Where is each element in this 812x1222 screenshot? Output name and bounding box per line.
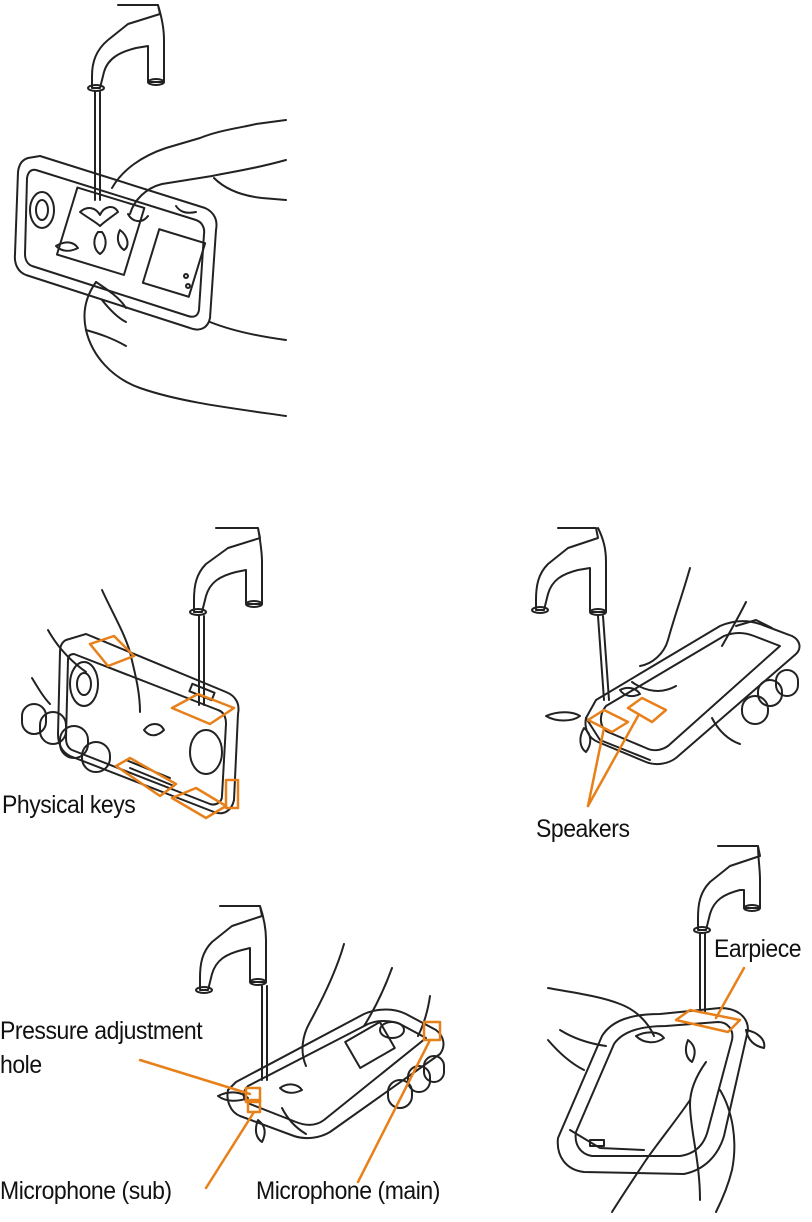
faucet-icon <box>694 846 760 933</box>
callout-boxes <box>588 698 666 732</box>
callout-boxes <box>676 1010 740 1032</box>
panel-speakers <box>532 528 799 806</box>
label-microphone-sub: Microphone (sub) <box>0 1176 172 1206</box>
water-stream <box>95 92 100 200</box>
phone-bottom <box>228 1010 444 1139</box>
label-earpiece: Earpiece <box>714 934 801 964</box>
water-stream <box>199 616 204 705</box>
faucet-icon <box>196 906 266 993</box>
hands <box>22 590 140 772</box>
phone-front-down <box>586 620 800 764</box>
hands <box>282 944 444 1134</box>
water-stream <box>598 616 609 700</box>
panel-earpiece <box>548 846 764 1212</box>
faucet-icon <box>88 5 164 91</box>
label-physical-keys: Physical keys <box>2 790 135 820</box>
label-pressure-hole-line1: Pressure adjustment <box>0 1016 202 1046</box>
panel-physical-keys <box>22 528 262 818</box>
faucet-icon <box>190 528 262 615</box>
panel-microphones <box>140 906 444 1188</box>
panel-back-washing <box>15 5 286 416</box>
label-pressure-hole-line2: hole <box>0 1050 42 1080</box>
faucet-icon <box>532 528 606 615</box>
label-speakers: Speakers <box>536 814 629 844</box>
hands <box>548 988 734 1212</box>
leader-lines <box>716 968 744 1018</box>
leader-lines <box>588 716 638 806</box>
hands <box>84 120 286 416</box>
label-microphone-main: Microphone (main) <box>256 1176 440 1206</box>
water-stream <box>700 934 705 1012</box>
